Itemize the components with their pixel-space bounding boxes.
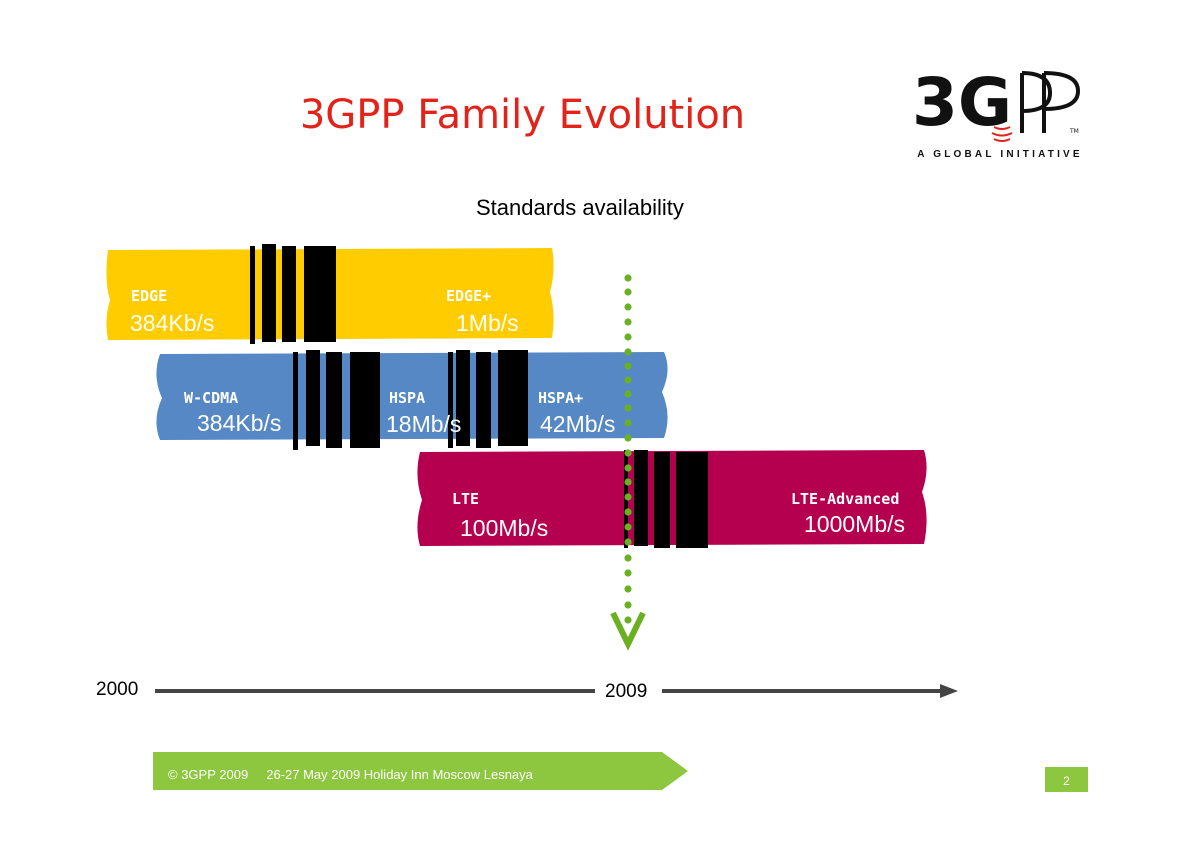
hspa-label: HSPA [389,389,426,407]
hspa-plus-label: HSPA+ [538,389,584,407]
2009-marker-dots [624,274,632,624]
lte-label: LTE [452,490,480,508]
edge-label: EDGE [131,287,168,305]
lte-release-bars [624,450,708,548]
edge-plus-label: EDGE+ [446,287,492,305]
edge-rate: 384Kb/s [130,310,215,336]
timeline-start-label: 2000 [96,679,139,700]
3gpp-logo: 3G TM [912,64,1081,142]
2009-marker-arrowhead [610,611,646,651]
diagram-subtitle: Standards availability [476,195,684,220]
footer-text: © 3GPP 2009 26-27 May 2009 Holiday Inn M… [168,767,533,782]
wcdma-rate: 384Kb/s [197,410,282,436]
hspa-rate: 18Mb/s [386,411,462,437]
hspa-release-bars [293,350,528,450]
logo-tagline: A GLOBAL INITIATIVE [917,149,1083,160]
edge-release-bars [250,244,336,344]
lte-advanced-rate: 1000Mb/s [804,511,906,537]
lte-advanced-label: LTE-Advanced [791,490,900,508]
timeline-marker-label: 2009 [605,681,648,702]
lte-rate: 100Mb/s [460,515,549,541]
hspa-plus-rate: 42Mb/s [540,411,616,437]
slide-title: 3GPP Family Evolution [299,92,746,138]
wcdma-label: W-CDMA [184,389,239,407]
timeline-arrow [155,684,958,698]
page-number: 2 [1045,767,1088,792]
lte-band [417,450,927,546]
footer-ribbon [153,752,688,790]
wcdma-band [156,352,668,440]
edge-plus-rate: 1Mb/s [456,310,519,336]
trademark-mark: TM [1069,128,1079,135]
